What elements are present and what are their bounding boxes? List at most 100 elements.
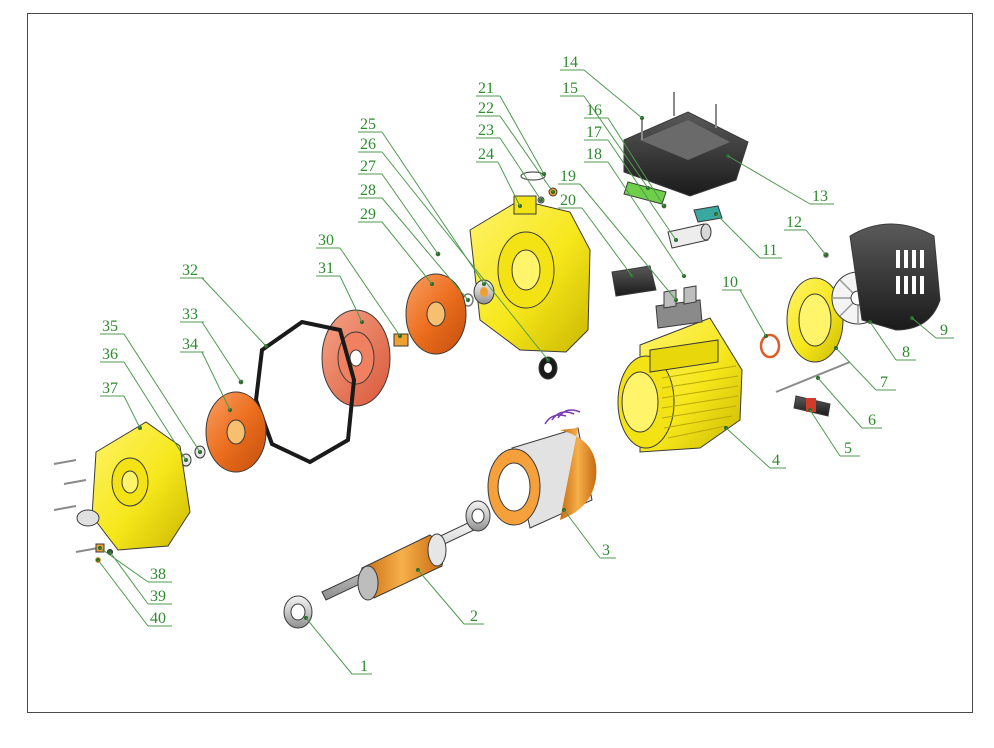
callout-39: 39 [108,550,172,605]
callout-13: 13 [726,154,834,205]
callout-32: 32 [180,262,268,348]
callout-38: 38 [98,546,172,583]
part-seal-ring [538,356,558,380]
callout-24: 24 [476,146,522,208]
part-cable-clip [693,205,723,223]
callout-23: 23 [476,122,543,202]
part-long-screw [775,361,851,393]
callout-1: 1 [304,616,372,675]
callout-19: 19 [558,168,678,302]
svg-text:26: 26 [360,136,376,153]
callout-8: 8 [868,320,916,361]
svg-text:4: 4 [772,452,780,469]
svg-text:3: 3 [602,542,610,559]
callout-33: 33 [180,306,243,384]
svg-text:11: 11 [762,242,777,259]
diagram-frame [27,13,973,713]
part-impeller [405,273,467,355]
callout-26: 26 [358,136,550,362]
callout-16: 16 [584,102,666,208]
callout-10: 10 [722,274,768,338]
part-front-screws [53,459,99,553]
callout-18: 18 [584,146,686,278]
svg-text:19: 19 [560,168,576,185]
svg-text:12: 12 [786,214,802,231]
svg-text:8: 8 [902,344,910,361]
callout-2: 2 [416,568,484,625]
svg-text:14: 14 [562,54,578,71]
callout-27: 27 [358,158,440,256]
part-bearing-front [283,595,313,629]
svg-text:27: 27 [360,158,376,175]
svg-text:31: 31 [318,260,334,277]
callout-11: 11 [714,212,782,259]
callout-36: 36 [100,346,188,462]
callout-35: 35 [100,318,202,454]
part-motor-housing [617,317,743,453]
part-diffuser [321,309,391,407]
callout-4: 4 [724,426,786,469]
svg-text:7: 7 [880,374,888,391]
part-o-ring [759,333,781,359]
callout-15: 15 [560,80,650,190]
part-rotor-shaft [321,521,475,601]
callout-22: 22 [476,100,555,194]
svg-text:13: 13 [812,188,828,205]
callout-12: 12 [784,214,828,257]
svg-text:5: 5 [844,440,852,457]
part-pump-body [469,195,591,353]
part-ring-21 [520,171,546,181]
callout-28: 28 [358,182,470,302]
callout-9: 9 [910,316,954,339]
part-terminal-box-cover [623,111,749,197]
svg-text:16: 16 [586,102,602,119]
part-impeller-nut [393,333,409,347]
svg-text:1: 1 [360,658,368,675]
callout-20: 20 [558,192,634,278]
svg-text:35: 35 [102,318,118,335]
part-bearing-rear [465,500,491,532]
svg-text:24: 24 [478,146,494,163]
callout-34: 34 [180,336,232,412]
callout-14: 14 [560,54,644,120]
callout-40: 40 [96,558,172,627]
callout-5: 5 [808,408,860,457]
svg-text:29: 29 [360,206,376,223]
callout-7: 7 [834,346,896,391]
svg-text:36: 36 [102,346,118,363]
svg-text:33: 33 [182,306,198,323]
svg-text:22: 22 [478,100,494,117]
callout-30: 30 [316,232,402,338]
svg-text:30: 30 [318,232,334,249]
part-fan-cover [849,223,941,331]
svg-text:21: 21 [478,80,494,97]
part-mounting-bracket [655,285,703,329]
part-sight-glass [76,509,100,527]
part-terminal-block [611,265,657,297]
svg-text:15: 15 [562,80,578,97]
callout-29: 29 [358,206,434,286]
callout-6: 6 [816,376,882,429]
svg-text:18: 18 [586,146,602,163]
callout-31: 31 [316,260,364,324]
callout-17: 17 [584,124,678,242]
svg-text:38: 38 [150,566,166,583]
svg-text:20: 20 [560,192,576,209]
svg-text:2: 2 [470,608,478,625]
svg-text:25: 25 [360,116,376,133]
callout-37: 37 [100,380,142,430]
svg-text:23: 23 [478,122,494,139]
svg-text:37: 37 [102,380,118,397]
svg-text:6: 6 [868,412,876,429]
callout-25: 25 [358,116,486,286]
part-rear-flange [786,277,844,363]
svg-text:34: 34 [182,336,198,353]
part-cable-gland [793,395,831,417]
svg-text:10: 10 [722,274,738,291]
svg-text:28: 28 [360,182,376,199]
svg-text:17: 17 [586,124,602,141]
part-second-impeller [205,391,267,473]
callout-3: 3 [562,508,616,559]
svg-text:39: 39 [150,588,166,605]
